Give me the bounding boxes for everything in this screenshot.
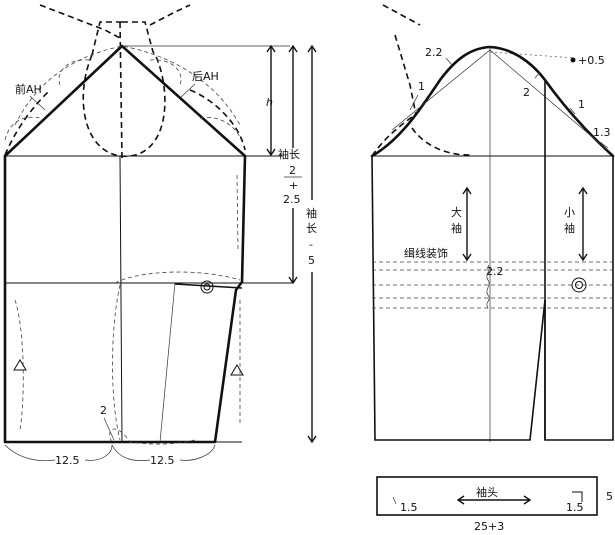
decoration-gap-label: 2.2 (486, 265, 504, 278)
left-dimensions: h 袖长 2 + 2.5 袖 长 - 5 (266, 44, 322, 444)
cap-mark-2: 1 (418, 80, 425, 93)
cap-mark-1: 2.2 (425, 46, 443, 59)
right-sleeve-pattern: 2.2 1 2 1 1.3 +0.5 大 袖 小 袖 缉线装饰 2.2 (370, 4, 615, 442)
sleeve-length-half-line1: 袖长 (278, 147, 300, 161)
sleeve-length-minus-line1: 袖 (306, 206, 317, 220)
left-hem-labels: 12.5 12.5 2 (4, 404, 216, 467)
cuff-left-mark: 1.5 (400, 501, 418, 514)
small-sleeve-label-1: 小 (564, 206, 575, 219)
hem-right-label: 12.5 (150, 454, 175, 467)
cap-plus-label: +0.5 (578, 54, 605, 67)
front-ah-label: 前AH (15, 82, 42, 96)
sleeve-length-half-line2: 2 (289, 164, 296, 177)
sleeve-length-minus-line2: 长 (306, 222, 317, 235)
cuff-height-label: 5 (606, 490, 613, 503)
big-sleeve-label-2: 袖 (451, 221, 462, 235)
cap-height-label: h (266, 96, 273, 109)
cap-mark-4: 1 (578, 98, 585, 111)
cuff-title: 袖头 (476, 485, 498, 499)
big-sleeve-label-1: 大 (451, 205, 462, 219)
sleeve-length-minus-line3: - (309, 238, 313, 251)
small-sleeve-label-2: 袖 (564, 221, 575, 235)
sleeve-length-minus-line4: 5 (308, 254, 315, 267)
cuff-pattern: 袖头 1.5 1.5 5 25+3 (376, 476, 613, 533)
cuff-length-label: 25+3 (474, 520, 504, 533)
cap-mark-3: 2 (523, 86, 530, 99)
back-ah-label: 后AH (192, 70, 219, 83)
hem-left-label: 12.5 (55, 454, 80, 467)
sleeve-length-half-line4: 2.5 (283, 193, 301, 206)
offset-label: 2 (100, 404, 107, 417)
cap-mark-5: 1.3 (593, 126, 611, 139)
cuff-right-mark: 1.5 (566, 501, 584, 514)
sleeve-length-half-line3: + (289, 179, 298, 192)
decoration-label: 缉线装饰 (404, 246, 448, 260)
left-sleeve-pattern: 前AH 后AH (3, 4, 292, 445)
